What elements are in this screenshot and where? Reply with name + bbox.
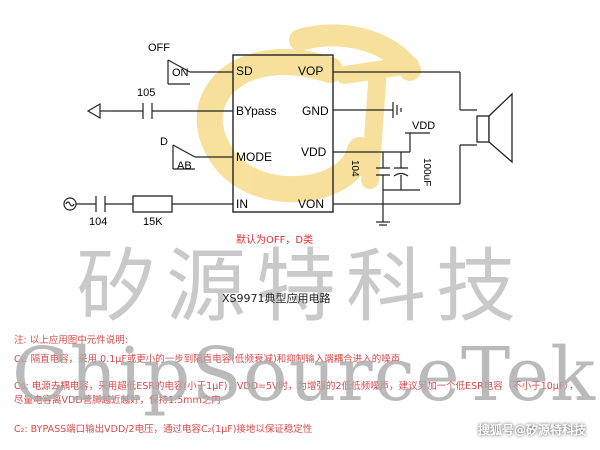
resistor-15k — [132, 195, 173, 213]
chip-body — [232, 54, 334, 213]
pin-sd-label: SD — [236, 64, 253, 78]
pin-vdd-label: VDD — [301, 145, 327, 159]
cap-100uf-label: 100uF — [421, 158, 432, 187]
ground-symbol — [392, 102, 402, 118]
speaker-icon — [476, 92, 513, 164]
default-mode-note: 默认为OFF，D类 — [236, 235, 314, 246]
signal-source-icon — [63, 197, 77, 211]
on-label: ON — [172, 67, 189, 79]
pin-in-label: IN — [236, 197, 248, 211]
d-label: D — [160, 136, 168, 148]
res-15k-label: 15K — [143, 216, 163, 228]
vdd-supply-label: VDD — [412, 120, 436, 132]
note-cb: C₂: BYPASS端口输出VDD/2电压，通过电容C₂(1μF)接地以保证稳定… — [14, 424, 313, 435]
cap-104-vdd-label: 104 — [349, 160, 360, 177]
vdd-decoupling-caps — [376, 167, 409, 177]
note-cs: Cs: 电源去耦电容，采用超低ESR的电容(小于1μF)，VDD=5V时，为增强… — [14, 381, 579, 406]
pin-mode-label: MODE — [236, 150, 272, 164]
pin-von-label: VON — [298, 197, 325, 211]
off-label: OFF — [148, 42, 170, 54]
chinese-watermark: 矽源特科技 — [76, 240, 526, 333]
bypass-arrow-icon — [86, 102, 101, 120]
ab-label: AB — [177, 160, 192, 172]
circuit-title: XS9971典型应用电路 — [222, 292, 331, 305]
pin-vop-label: VOP — [298, 64, 324, 78]
cap-105-label: 105 — [137, 87, 156, 99]
note-c1: C₁: 隔直电容，采用 0.1μF或更小的一步到隔直电容(低频衰减)和抑制输入端… — [14, 354, 401, 365]
cap-104-in-label: 104 — [89, 216, 108, 228]
logo-watermark — [196, 24, 421, 203]
pin-bypass-label: BYpass — [236, 104, 277, 118]
pin-gnd-label: GND — [302, 104, 329, 118]
english-watermark: ChipSourceTek — [12, 332, 597, 418]
source-credit: 搜狐号@矽源特科技 — [477, 423, 586, 437]
notes-header: 注: 以上应用图中元件说明: — [14, 335, 128, 346]
